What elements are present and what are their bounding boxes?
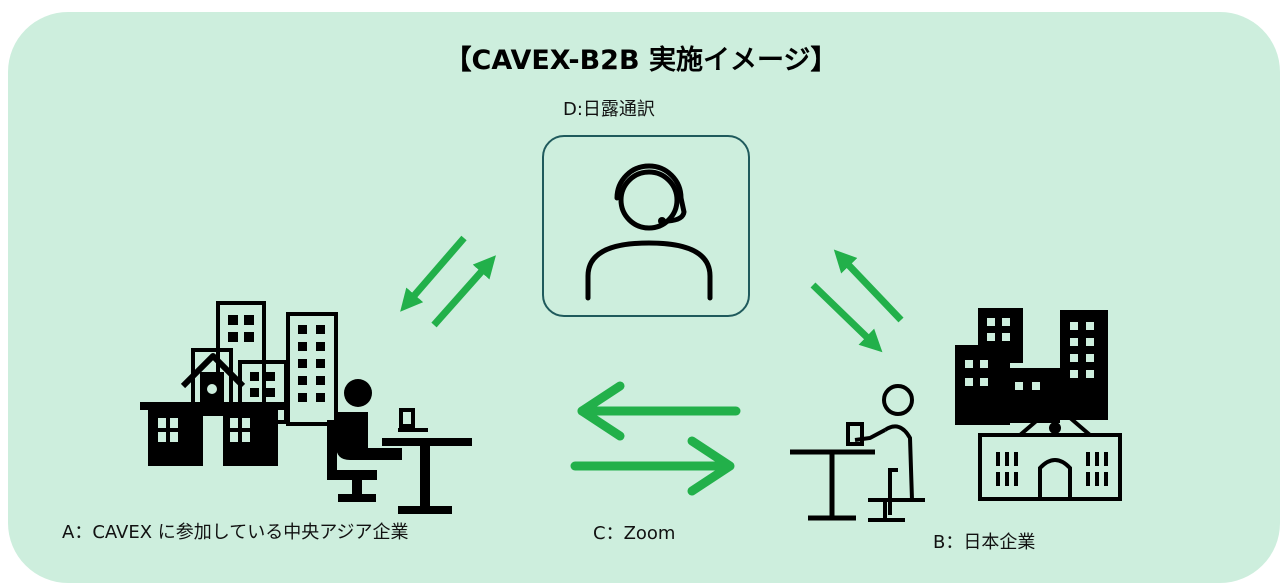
a-d-arrows: [400, 235, 496, 328]
desk-worker-and-buildings-icon: [790, 308, 1122, 522]
interpreter-label: D:日露通訳: [563, 99, 655, 120]
diagram-title: 【CAVEX-B2B 実施イメージ】: [444, 45, 838, 76]
central-asia-company-label: A：CAVEX に参加している中央アジア企業: [62, 522, 409, 543]
interpreter-box: [542, 135, 750, 317]
d-b-arrows: [810, 249, 904, 353]
city-and-desk-worker-icon: [140, 301, 472, 514]
japanese-company-label: B：日本企業: [933, 532, 1036, 553]
zoom-label: C：Zoom: [593, 523, 676, 544]
headset-operator-icon: [585, 163, 713, 301]
bidirectional-arrows-icon: [570, 381, 741, 496]
